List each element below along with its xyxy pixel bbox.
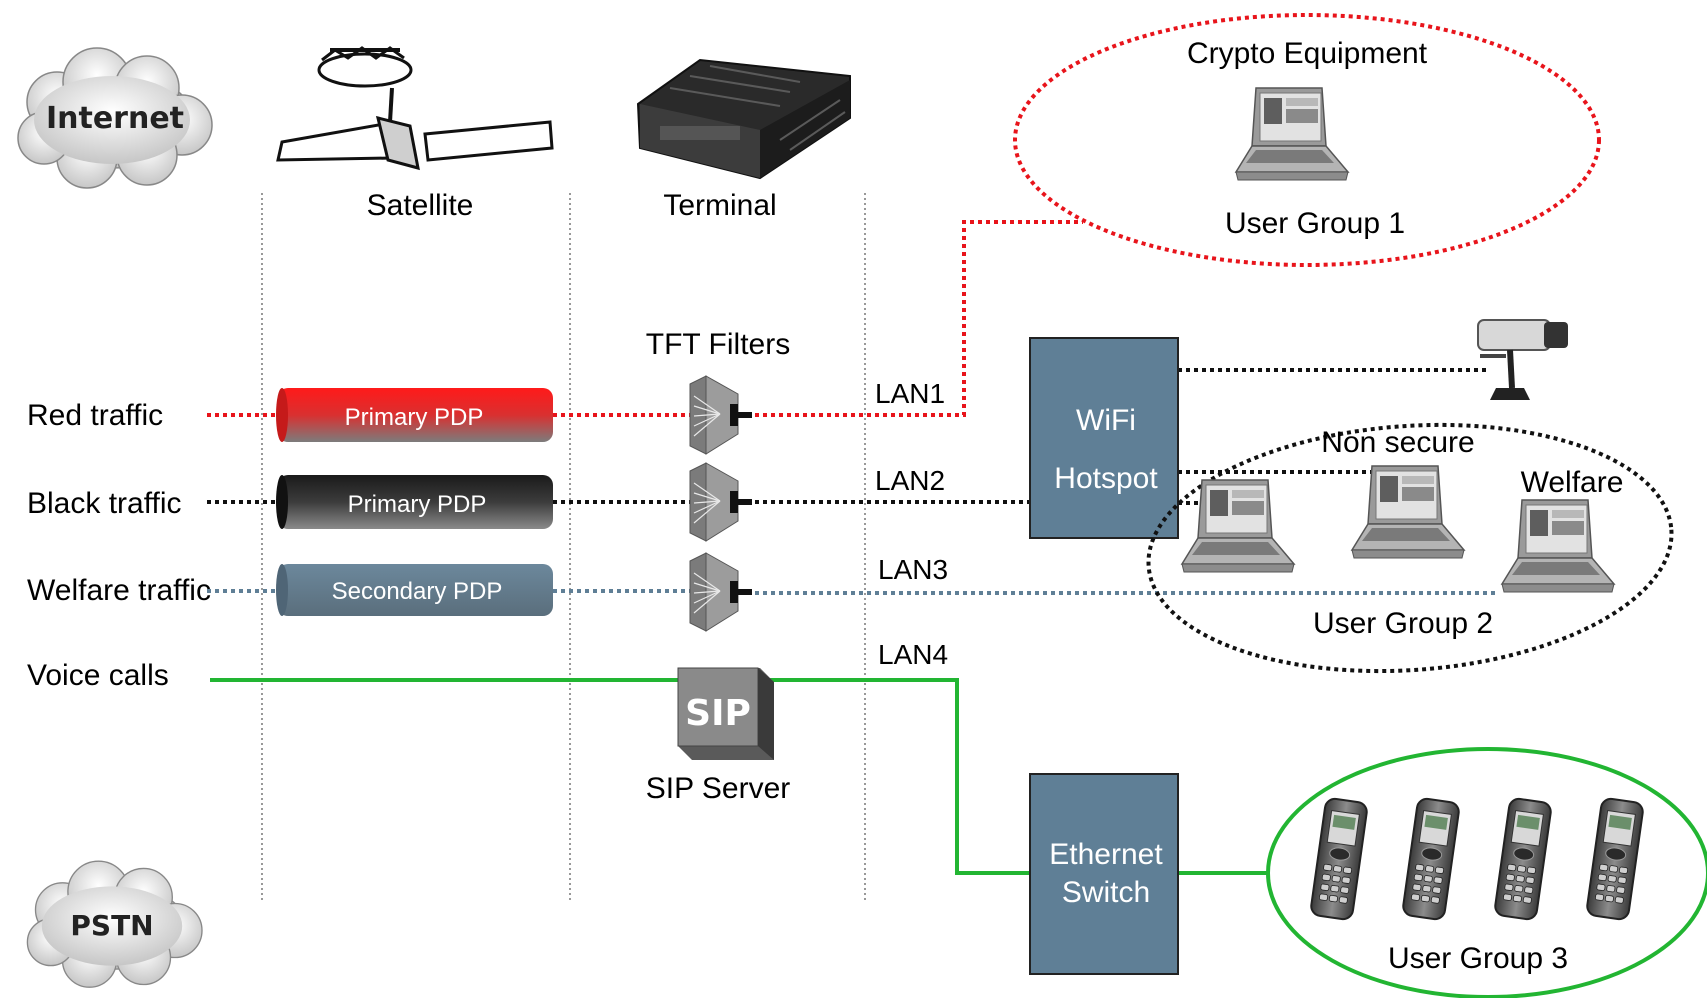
pstn-cloud: PSTN bbox=[26, 860, 203, 988]
sip-icon-text: SIP bbox=[685, 693, 751, 734]
tft-filter-icon bbox=[689, 462, 753, 542]
sip-server-icon: SIP bbox=[677, 667, 774, 760]
primary-pdp-black-label: Primary PDP bbox=[348, 491, 487, 518]
voice-calls-label: Voice calls bbox=[27, 659, 169, 692]
secondary-pdp: Secondary PDP bbox=[276, 564, 553, 616]
camera-icon bbox=[1477, 319, 1568, 400]
ethernet-line1: Ethernet bbox=[1049, 838, 1163, 871]
laptop-icon bbox=[1501, 499, 1615, 593]
ethernet-line2: Switch bbox=[1062, 876, 1150, 909]
terminal-icon bbox=[636, 58, 851, 180]
laptop-icon bbox=[1351, 465, 1465, 559]
wifi-line1: WiFi bbox=[1076, 404, 1136, 437]
user-group-2: Non secure Welfare User Group 2 bbox=[1146, 422, 1674, 674]
phone-icon bbox=[1492, 796, 1554, 922]
satellite-icon bbox=[276, 46, 554, 171]
wifi-line2: Hotspot bbox=[1054, 462, 1158, 495]
user-group-2-label: User Group 2 bbox=[1313, 607, 1493, 640]
wifi-hotspot: WiFi Hotspot bbox=[1029, 337, 1179, 539]
ethernet-switch: Ethernet Switch bbox=[1029, 773, 1179, 975]
tft-filter-icon bbox=[689, 375, 753, 455]
lan2-label: LAN2 bbox=[875, 465, 945, 496]
welfare-traffic-label: Welfare traffic bbox=[27, 574, 211, 607]
phone-icon bbox=[1584, 796, 1646, 922]
lan1-label: LAN1 bbox=[875, 378, 945, 409]
primary-pdp-red: Primary PDP bbox=[276, 388, 553, 442]
crypto-equipment-label: Crypto Equipment bbox=[1187, 37, 1428, 70]
secondary-pdp-label: Secondary PDP bbox=[332, 578, 503, 605]
phone-icon bbox=[1308, 796, 1370, 922]
internet-cloud: Internet bbox=[17, 47, 213, 189]
user-group-1-label: User Group 1 bbox=[1225, 207, 1405, 240]
satellite-label: Satellite bbox=[367, 189, 474, 222]
terminal-label: Terminal bbox=[663, 189, 776, 222]
internet-label: Internet bbox=[46, 101, 184, 136]
phone-icon bbox=[1400, 796, 1462, 922]
voice-link bbox=[210, 678, 1268, 875]
laptop-icon bbox=[1181, 479, 1295, 573]
user-group-3-label: User Group 3 bbox=[1388, 942, 1568, 975]
sip-server-label: SIP Server bbox=[646, 772, 791, 805]
black-traffic-label: Black traffic bbox=[27, 487, 182, 520]
pstn-label: PSTN bbox=[70, 909, 153, 942]
lan4-label: LAN4 bbox=[878, 639, 948, 670]
laptop-icon bbox=[1235, 87, 1349, 181]
user-group-3: User Group 3 bbox=[1266, 747, 1707, 998]
red-traffic-label: Red traffic bbox=[27, 399, 163, 432]
non-secure-label: Non secure bbox=[1321, 426, 1474, 459]
primary-pdp-black: Primary PDP bbox=[276, 475, 553, 529]
primary-pdp-red-label: Primary PDP bbox=[345, 404, 484, 431]
red-traffic-link bbox=[207, 220, 1083, 417]
tft-filters-label: TFT Filters bbox=[646, 328, 790, 361]
lan3-label: LAN3 bbox=[878, 554, 948, 585]
welfare-traffic-link bbox=[207, 589, 1498, 595]
user-group-1: Crypto Equipment User Group 1 bbox=[1013, 13, 1601, 267]
welfare-label: Welfare bbox=[1521, 466, 1624, 499]
tft-filter-icon bbox=[689, 552, 753, 632]
